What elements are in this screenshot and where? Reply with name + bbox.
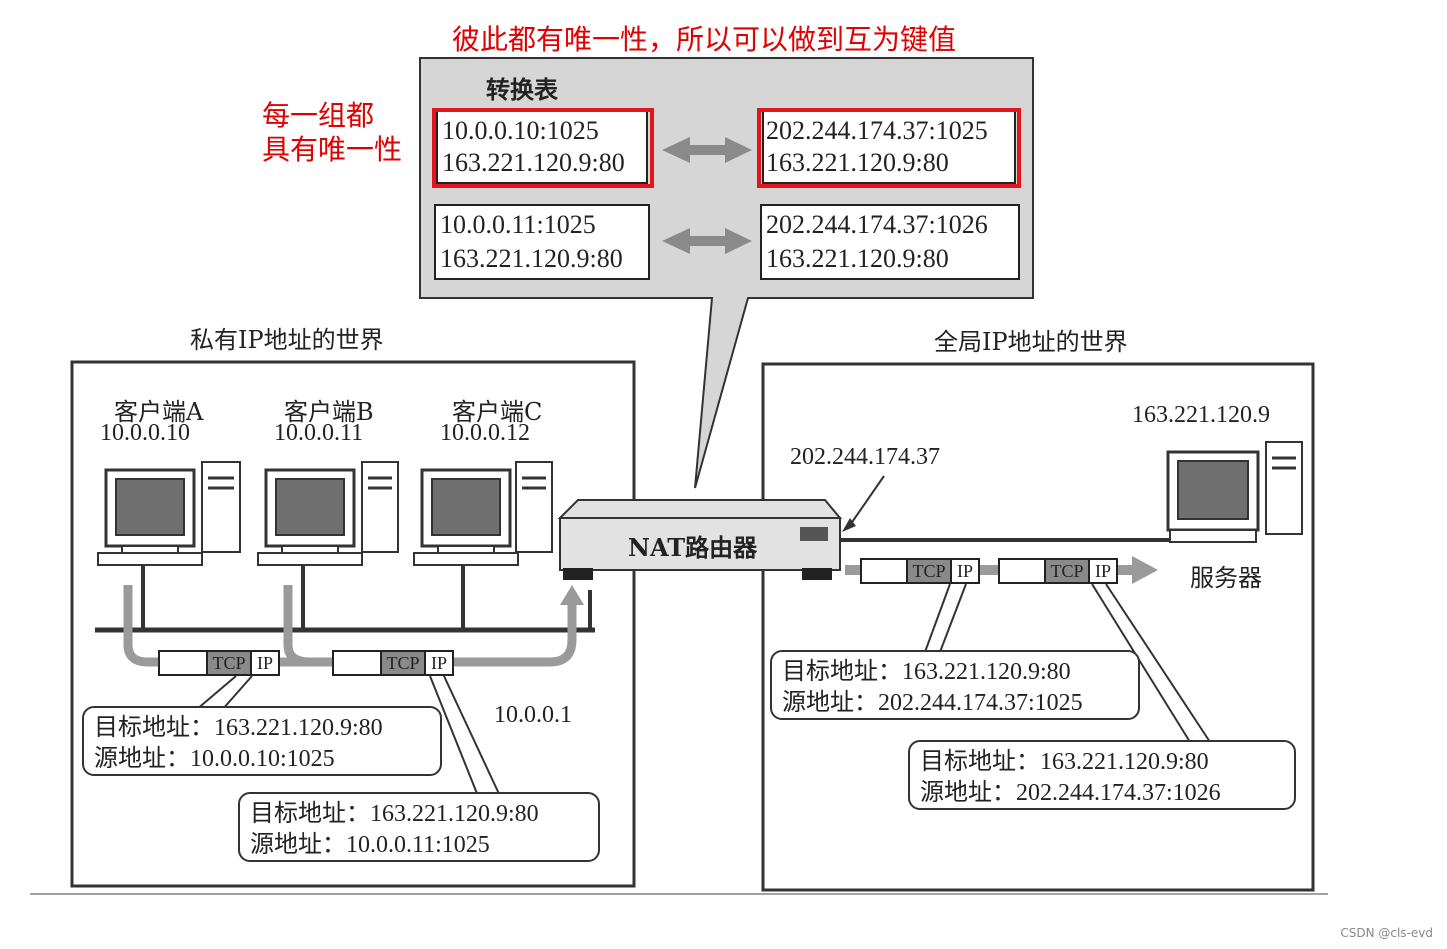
client-b-ip: 10.0.0.11	[274, 420, 364, 446]
client-a-ip: 10.0.0.10	[100, 420, 190, 446]
mapping-arrow-2	[662, 228, 752, 254]
global-packet-2: TCP IP	[998, 558, 1118, 584]
computer-icon-c	[413, 461, 553, 566]
private-callout-1: 目标地址：163.221.120.9:80 源地址：10.0.0.10:1025	[82, 706, 442, 776]
table-title: 转换表	[486, 75, 558, 104]
global-packet-1: TCP IP	[860, 558, 980, 584]
highlight-box-private	[432, 108, 654, 188]
private-packet-2: TCP IP	[332, 650, 454, 676]
computer-icon-a	[97, 461, 241, 566]
server-icon	[1166, 441, 1303, 543]
server-label: 服务器	[1190, 564, 1262, 592]
nat-router-icon	[557, 499, 843, 580]
table-row-1-private: 10.0.0.10:1025 163.221.120.9:80	[436, 110, 648, 184]
global-world-title: 全局IP地址的世界	[934, 328, 1128, 356]
global-callout-1: 目标地址：163.221.120.9:80 源地址：202.244.174.37…	[770, 650, 1140, 720]
gateway-ip: 10.0.0.1	[494, 702, 572, 728]
computer-icon-b	[257, 461, 399, 566]
table-row-2-private: 10.0.0.11:1025 163.221.120.9:80	[434, 204, 650, 280]
client-c-name: 客户端C	[452, 398, 543, 426]
private-packet-1: TCP IP	[158, 650, 280, 676]
private-callout-2: 目标地址：163.221.120.9:80 源地址：10.0.0.11:1025	[238, 792, 600, 862]
flow-arrow-head	[560, 585, 584, 605]
client-c-ip: 10.0.0.12	[440, 420, 530, 446]
highlight-box-global	[757, 108, 1021, 188]
table-row-2-global: 202.244.174.37:1026 163.221.120.9:80	[760, 204, 1020, 280]
side-note-line-2: 具有唯一性	[262, 133, 403, 166]
global-world-frame	[761, 362, 1315, 892]
side-note-line-1: 每一组都	[262, 99, 375, 132]
watermark: CSDN @cls-evd	[1340, 926, 1433, 940]
server-ip: 163.221.120.9	[1132, 402, 1270, 428]
caption-uniqueness: 彼此都有唯一性，所以可以做到互为键值	[452, 23, 957, 56]
private-world-frame	[70, 360, 636, 888]
router-global-ip: 202.244.174.37	[790, 444, 940, 470]
client-a-name: 客户端A	[114, 398, 204, 426]
outbound-arrow-head	[1132, 556, 1158, 584]
client-b-name: 客户端B	[284, 398, 374, 426]
table-row-1-global: 202.244.174.37:1025 163.221.120.9:80	[762, 110, 1016, 184]
global-ip-pointer	[847, 475, 885, 529]
private-world-title: 私有IP地址的世界	[190, 326, 384, 354]
global-callout-2: 目标地址：163.221.120.9:80 源地址：202.244.174.37…	[908, 740, 1296, 810]
mapping-arrow-1	[662, 137, 752, 163]
router-label: NAT路由器	[628, 533, 758, 562]
